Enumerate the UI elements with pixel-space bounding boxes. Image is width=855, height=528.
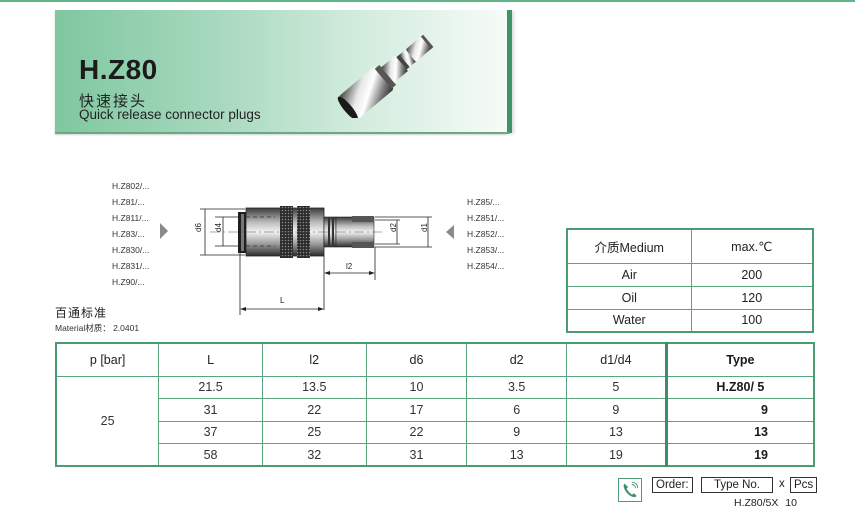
cell-d6: 17	[365, 398, 468, 422]
cell-d6: 31	[365, 443, 468, 467]
top-rule	[0, 0, 855, 2]
order-label: Order:	[652, 477, 693, 493]
compatible-item: H.Z83/...	[112, 229, 145, 239]
compatible-item: H.Z85/...	[467, 197, 500, 207]
cell-type: 19	[664, 443, 815, 467]
material-note: Material材质： 2.0401	[55, 323, 140, 333]
svg-text:d6: d6	[194, 223, 203, 232]
header-medium: 介质Medium	[566, 228, 692, 264]
medium-cell: Water	[566, 308, 692, 333]
temp-cell: 100	[690, 308, 814, 333]
header-banner: H.Z80 快速接头 Quick release connector plugs	[55, 10, 507, 133]
table-row: Oil 120	[566, 285, 814, 310]
header-pressure: p [bar]	[55, 342, 160, 377]
table-header-row: 介质Medium max.℃	[566, 228, 814, 264]
cell-l2: 25	[261, 420, 367, 444]
cell-l2: 13.5	[261, 375, 367, 399]
arrow-right-icon	[160, 223, 168, 239]
compatible-item: H.Z853/...	[467, 245, 505, 255]
svg-text:d1: d1	[420, 223, 429, 232]
compatible-item: H.Z831/...	[112, 261, 150, 271]
cell-d2: 3.5	[466, 375, 568, 399]
cell-d6: 22	[365, 420, 468, 444]
pressure-cell: 25	[55, 375, 160, 467]
technical-drawing: d6 d4 d2 d1 l2 L	[194, 206, 432, 315]
times-sign: x	[779, 478, 785, 490]
header-d1-d4: d1/d4	[566, 342, 667, 377]
standard-title: 百通标准	[55, 306, 108, 320]
cell-L: 37	[158, 420, 263, 444]
svg-text:d4: d4	[214, 223, 223, 232]
order-example: H.Z80/5X 10	[734, 497, 797, 509]
svg-text:d2: d2	[389, 223, 398, 232]
page-title: H.Z80	[79, 54, 158, 85]
medium-cell: Oil	[566, 285, 692, 310]
table-header-row: p [bar] L l2 d6 d2 d1/d4 Type	[55, 342, 815, 377]
temp-cell: 200	[690, 262, 814, 287]
medium-table: 介质Medium max.℃ Air 200 Oil 120 Water 100	[566, 228, 814, 333]
banner-edge	[507, 10, 512, 133]
medium-cell: Air	[566, 262, 692, 287]
table-row: 31 22 17 6 9 9	[56, 398, 815, 422]
compatible-item: H.Z830/...	[112, 245, 150, 255]
header-d2: d2	[466, 342, 568, 377]
cell-d1-d4: 19	[566, 443, 667, 467]
header-max-temp: max.℃	[690, 228, 814, 264]
cell-type: H.Z80/ 5	[664, 375, 815, 399]
pcs-field: Pcs	[790, 477, 818, 493]
table-row: 58 32 31 13 19 19	[56, 443, 815, 467]
cell-L: 58	[158, 443, 263, 467]
cell-type: 9	[664, 398, 815, 422]
cell-l2: 22	[261, 398, 367, 422]
compatible-item: H.Z90/...	[112, 277, 145, 287]
table-row: 37 25 22 9 13 13	[56, 420, 815, 444]
compatible-item: H.Z854/...	[467, 261, 505, 271]
page-title-cn: 快速接头	[79, 92, 148, 110]
header-L: L	[158, 342, 263, 377]
compatible-item: H.Z802/...	[112, 181, 150, 191]
header-l2: l2	[261, 342, 367, 377]
cell-L: 21.5	[158, 375, 263, 399]
cell-d1-d4: 9	[566, 398, 667, 422]
svg-text:l2: l2	[346, 262, 353, 271]
header-type: Type	[664, 342, 815, 377]
svg-text:L: L	[280, 296, 285, 305]
cell-type: 13	[664, 420, 815, 444]
cell-l2: 32	[261, 443, 367, 467]
table-row: Water 100	[566, 308, 814, 333]
cell-L: 31	[158, 398, 263, 422]
compatible-item: H.Z81/...	[112, 197, 145, 207]
type-no-field: Type No.	[701, 477, 773, 493]
compatible-item: H.Z851/...	[467, 213, 505, 223]
compatible-list-right: H.Z85/... H.Z851/... H.Z852/... H.Z853/.…	[467, 194, 504, 274]
cell-d6: 10	[365, 375, 468, 399]
cell-d2: 9	[466, 420, 568, 444]
cell-d1-d4: 13	[566, 420, 667, 444]
banner-shadow	[55, 132, 510, 134]
cell-d2: 6	[466, 398, 568, 422]
header-d6: d6	[365, 342, 468, 377]
cell-d2: 13	[466, 443, 568, 467]
phone-icon	[618, 478, 642, 502]
compatible-item: H.Z852/...	[467, 229, 505, 239]
compatible-list-left: H.Z802/... H.Z81/... H.Z811/... H.Z83/..…	[112, 178, 149, 290]
arrow-left-icon	[446, 225, 454, 239]
table-row: Air 200	[566, 262, 814, 287]
temp-cell: 120	[690, 285, 814, 310]
page-subtitle: Quick release connector plugs	[79, 107, 261, 122]
product-photo-icon	[337, 34, 434, 118]
cell-d1-d4: 5	[566, 375, 667, 399]
table-row: 25 21.5 13.5 10 3.5 5 H.Z80/ 5	[55, 375, 815, 467]
spec-table: p [bar] L l2 d6 d2 d1/d4 Type 25 21.5 13…	[55, 342, 815, 467]
compatible-item: H.Z811/...	[112, 213, 149, 223]
